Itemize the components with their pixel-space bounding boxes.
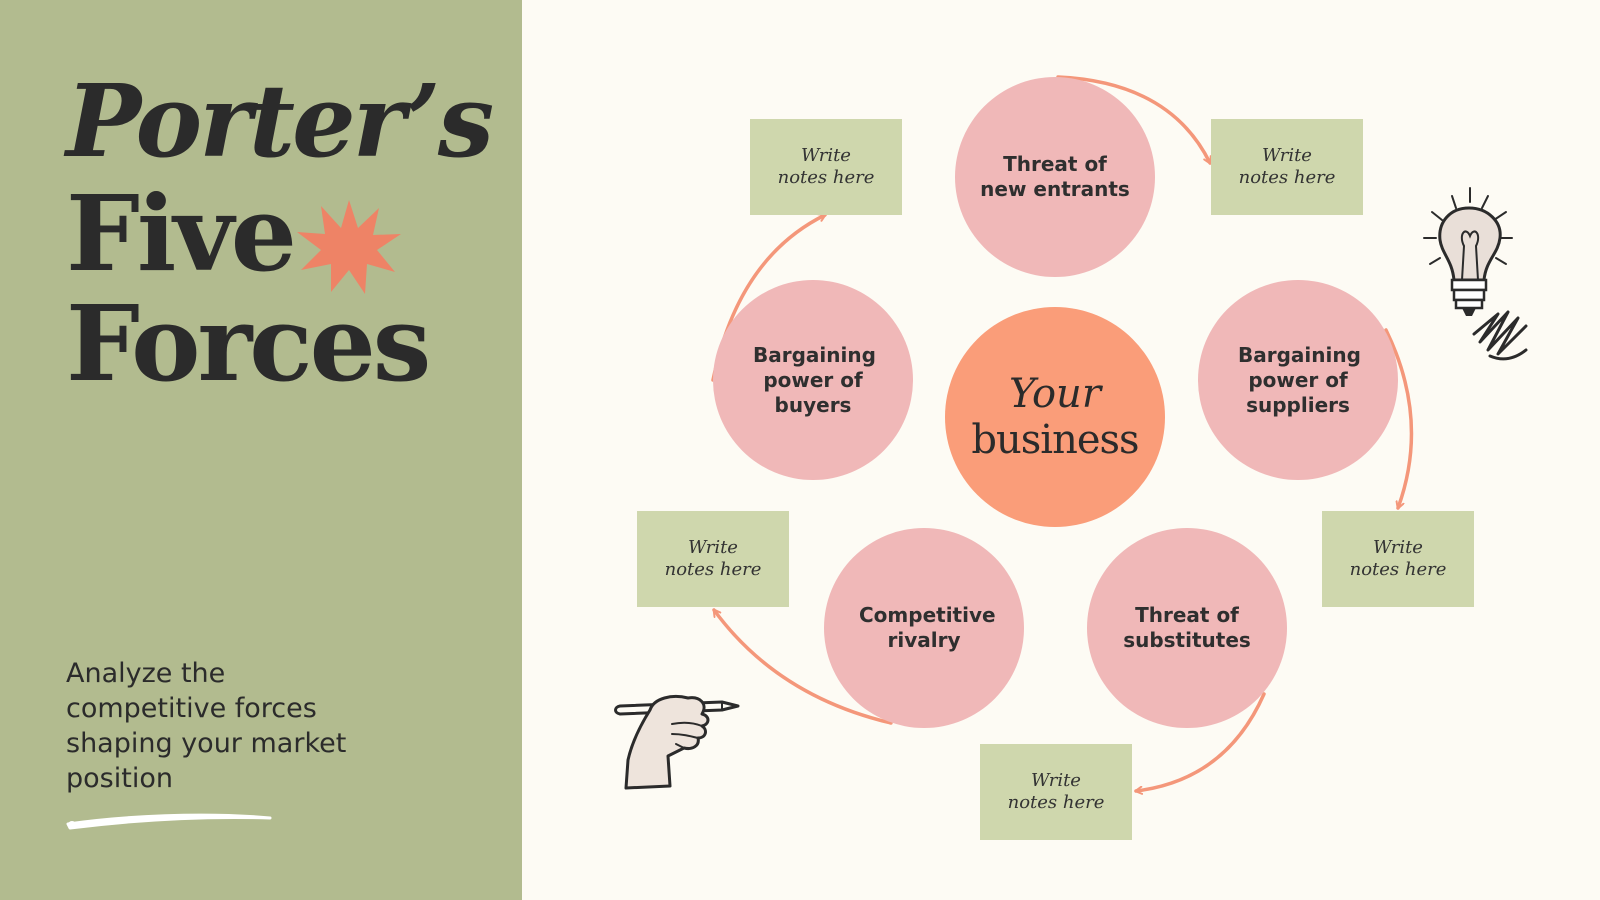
- note-text: Write notes here: [664, 537, 762, 580]
- note-text: Write notes here: [1349, 537, 1447, 580]
- note-text: Write notes here: [1007, 770, 1105, 813]
- force-label-substitutes: Threat of substitutes: [1123, 603, 1251, 652]
- left-panel: Porter’s Five Forces Analyze the competi…: [0, 0, 522, 900]
- force-circle-rivalry: Competitive rivalry: [824, 528, 1024, 728]
- center-your-business: Your business: [945, 307, 1165, 527]
- title-line-1: Porter’s: [66, 62, 494, 180]
- note-text: Write notes here: [1238, 145, 1336, 188]
- lightbulb-icon: [1423, 187, 1513, 316]
- brush-stroke-underline: [66, 813, 272, 830]
- star-icon: [297, 200, 401, 294]
- note-box-new-entrants[interactable]: Write notes here: [1211, 119, 1363, 215]
- note-box-buyers[interactable]: Write notes here: [750, 119, 902, 215]
- force-label-rivalry: Competitive rivalry: [859, 603, 996, 652]
- force-circle-buyers: Bargaining power of buyers: [713, 280, 913, 480]
- center-line-1: Your: [1009, 371, 1101, 417]
- hand-with-pencil-icon: [614, 695, 740, 790]
- note-box-rivalry[interactable]: Write notes here: [637, 511, 789, 607]
- force-label-new-entrants: Threat of new entrants: [980, 152, 1130, 201]
- note-box-suppliers[interactable]: Write notes here: [1322, 511, 1474, 607]
- force-circle-substitutes: Threat of substitutes: [1087, 528, 1287, 728]
- force-label-suppliers: Bargaining power of suppliers: [1238, 342, 1361, 417]
- subtitle: Analyze the competitive forces shaping y…: [66, 658, 347, 794]
- center-line-2: business: [971, 417, 1139, 463]
- note-text: Write notes here: [777, 145, 875, 188]
- title-line-2: Five: [66, 172, 297, 295]
- title-line-3: Forces: [66, 282, 431, 405]
- scribble-icon: [1472, 310, 1528, 361]
- force-circle-new-entrants: Threat of new entrants: [955, 77, 1155, 277]
- force-label-buyers: Bargaining power of buyers: [753, 342, 876, 417]
- note-box-substitutes[interactable]: Write notes here: [980, 744, 1132, 840]
- force-circle-suppliers: Bargaining power of suppliers: [1198, 280, 1398, 480]
